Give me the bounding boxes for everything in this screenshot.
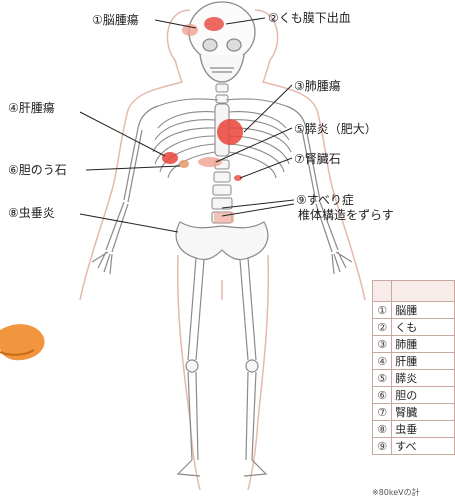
lesion-liver-tumor: [162, 152, 178, 164]
table-row: ⑥胆の: [373, 387, 455, 404]
legend-num: ③: [373, 336, 392, 353]
pelvis: [176, 222, 268, 260]
table-row: ⑤膵炎: [373, 370, 455, 387]
legend-num: ⑨: [373, 438, 392, 455]
label-appendicitis: ⑧虫垂炎: [8, 206, 55, 220]
table-row: ⑨すべ: [373, 438, 455, 455]
label-kidney-stone: ⑦腎臓石: [294, 152, 341, 166]
legend-name: 虫垂: [392, 421, 455, 438]
legend-name: 肝腫: [392, 353, 455, 370]
label-gallstone: ⑥胆のう石: [8, 163, 67, 177]
lesion-legend-table: ①脳腫 ②くも ③肺腫 ④肝腫 ⑤膵炎 ⑥胆の ⑦腎臓 ⑧虫垂 ⑨すべ: [372, 280, 455, 455]
legend-name: すべ: [392, 438, 455, 455]
skull: [189, 2, 255, 82]
table-row: ①脳腫: [373, 302, 455, 319]
table-row: ⑧虫垂: [373, 421, 455, 438]
footnote: ※80keVの計: [372, 487, 420, 498]
label-liver-tumor: ④肝腫瘍: [8, 101, 55, 115]
legend-name: 腎臓: [392, 404, 455, 421]
legend-name: 脳腫: [392, 302, 455, 319]
legend-name: 胆の: [392, 387, 455, 404]
lesion-brain-tumor: [204, 17, 224, 31]
label-spondylolisthesis: ⑨すべり症: [296, 193, 354, 207]
legend-header-num: [373, 281, 392, 302]
legend-name: 膵炎: [392, 370, 455, 387]
legend-header-name: [392, 281, 455, 302]
legend-num: ①: [373, 302, 392, 319]
legend-header-row: [373, 281, 455, 302]
lesion-pancreas: [198, 157, 222, 167]
legend-num: ②: [373, 319, 392, 336]
lesion-lung-tumor: [217, 119, 243, 145]
label-lung-tumor: ③肺腫瘍: [294, 79, 341, 93]
label-subarachnoid-hemorrhage: ②くも膜下出血: [268, 11, 351, 25]
table-row: ②くも: [373, 319, 455, 336]
table-row: ④肝腫: [373, 353, 455, 370]
label-pancreatitis: ⑤膵炎（肥大）: [294, 122, 377, 136]
lesion-spondylolisthesis: [214, 212, 234, 223]
label-spondylolisthesis-note: 椎体構造をずらす: [298, 208, 394, 222]
legend-num: ⑤: [373, 370, 392, 387]
leader-lines: [80, 18, 294, 232]
lesion-gallstone: [179, 160, 189, 168]
label-brain-tumor: ①脳腫瘍: [92, 13, 139, 27]
legend-num: ⑦: [373, 404, 392, 421]
legend-name: くも: [392, 319, 455, 336]
legend-num: ⑥: [373, 387, 392, 404]
legend-num: ④: [373, 353, 392, 370]
legend-name: 肺腫: [392, 336, 455, 353]
table-row: ③肺腫: [373, 336, 455, 353]
table-row: ⑦腎臓: [373, 404, 455, 421]
legend-num: ⑧: [373, 421, 392, 438]
